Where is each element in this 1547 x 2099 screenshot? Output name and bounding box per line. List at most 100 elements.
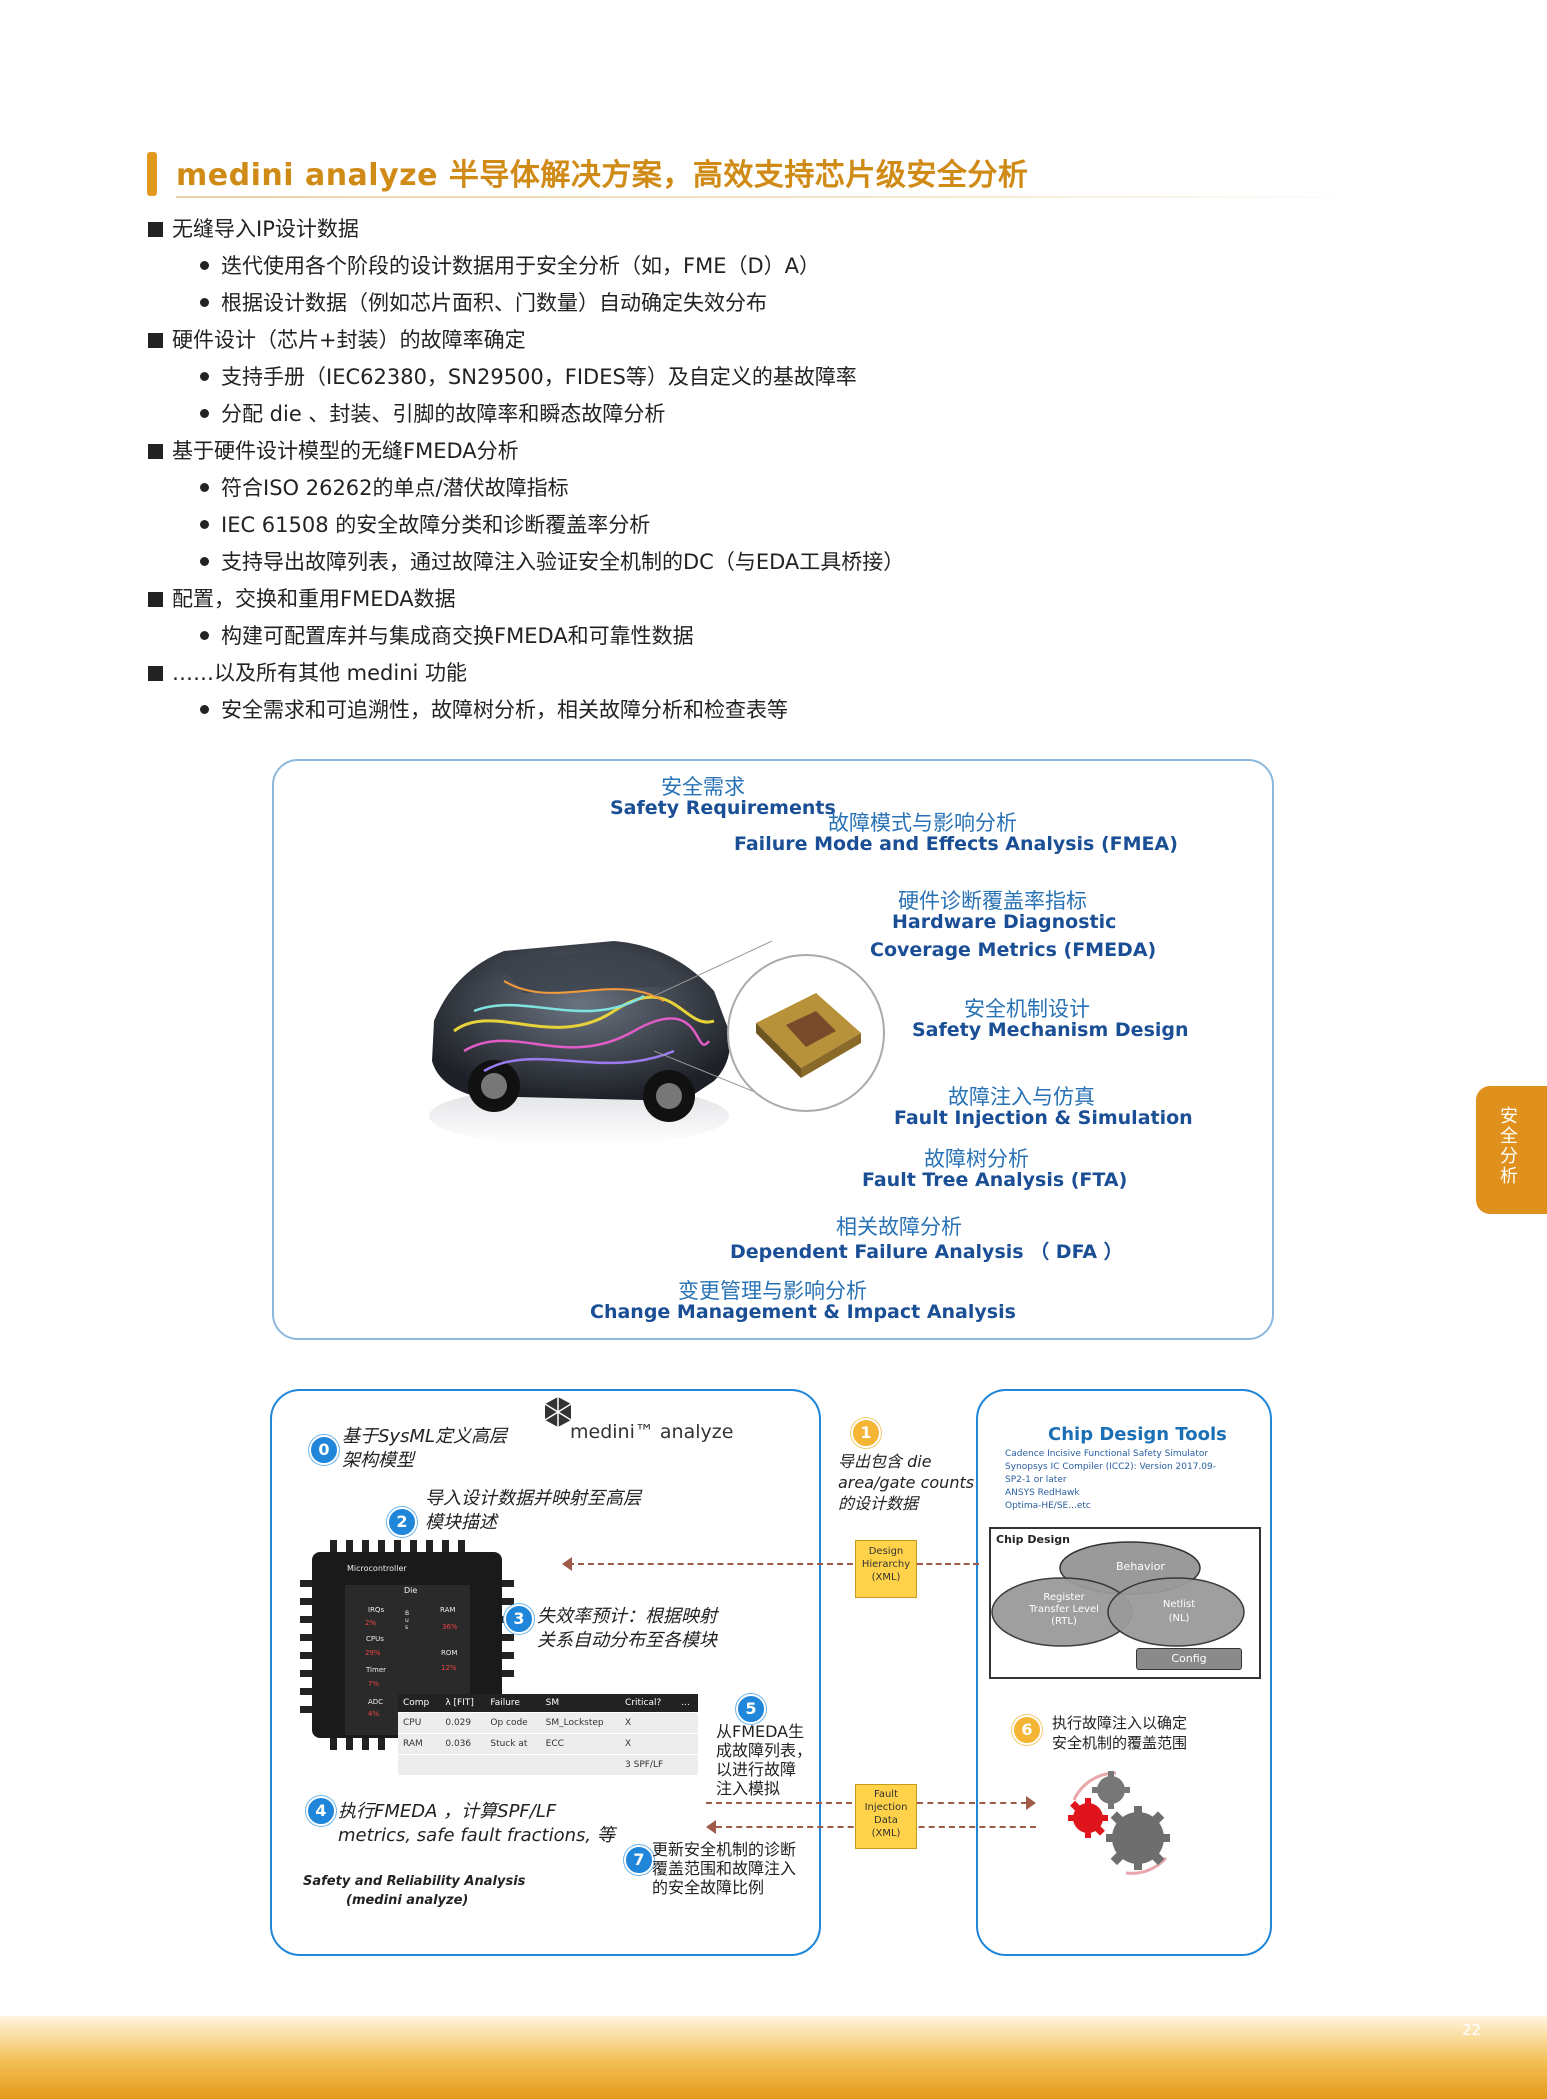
step-4-badge: 4 — [306, 1796, 336, 1826]
table-header: λ [FIT] — [440, 1694, 486, 1713]
mcu-adc-pct: 4% — [368, 1710, 380, 1718]
page-title: medini analyze 半导体解决方案，高效支持芯片级安全分析 — [176, 158, 1029, 193]
step-0-line1: 基于SysML定义高层 — [342, 1426, 508, 1447]
step-1-line3: 的设计数据 — [838, 1494, 919, 1513]
step-7-line2: 覆盖范围和故障注入 — [652, 1859, 797, 1878]
sub-list-item: 分配 die 、封装、引脚的故障率和瞬态故障分析 — [200, 398, 665, 428]
table-row: 3 SPF/LF — [398, 1754, 698, 1775]
fmeda-table: Comp λ [FIT] Failure SM Critical? ... CP… — [398, 1694, 698, 1775]
dot-bullet-icon — [200, 483, 209, 492]
tools-title: Chip Design Tools — [1048, 1424, 1227, 1445]
step-1-badge: 1 — [851, 1418, 881, 1448]
step-6-badge: 6 — [1012, 1715, 1042, 1745]
tool-item: ANSYS RedHawk — [1005, 1488, 1080, 1498]
page-footer-band — [0, 2016, 1547, 2099]
design-levels-venn — [991, 1541, 1245, 1647]
step-3-line2: 关系自动分布至各模块 — [537, 1630, 717, 1651]
design-import-arrow — [568, 1563, 853, 1565]
mcu-cpus: CPUs — [366, 1635, 384, 1643]
mcu-irqs-pct: 2% — [365, 1619, 377, 1627]
step-3-badge: 3 — [504, 1604, 534, 1634]
mcu-die: Die — [404, 1586, 418, 1595]
config-button[interactable]: Config — [1136, 1648, 1242, 1670]
square-bullet-icon — [148, 592, 163, 607]
step-0-line2: 架构模型 — [342, 1450, 414, 1471]
label-fault-injection-cn: 故障注入与仿真 — [948, 1085, 1095, 1109]
square-bullet-icon — [148, 444, 163, 459]
step-6-line2: 安全机制的覆盖范围 — [1052, 1734, 1188, 1752]
analysis-caption-line1: Safety and Reliability Analysis — [303, 1874, 526, 1889]
dot-bullet-icon — [200, 520, 209, 529]
arrow-left-icon — [706, 1820, 716, 1834]
label-safety-requirements-en: Safety Requirements — [610, 797, 836, 819]
table-header: Failure — [485, 1694, 541, 1713]
fault-export-arrow — [706, 1802, 852, 1804]
mcu-ram: RAM — [440, 1606, 456, 1614]
car-wiring-illustration — [429, 941, 730, 1146]
step-7-line3: 的安全故障比例 — [652, 1878, 765, 1897]
list-item: 基于硬件设计模型的无缝FMEDA分析 — [148, 435, 519, 465]
dot-bullet-icon — [200, 372, 209, 381]
step-0-badge: 0 — [309, 1435, 339, 1465]
label-safety-mechanism-en: Safety Mechanism Design — [912, 1019, 1189, 1041]
title-accent-bar — [147, 152, 157, 196]
step-1-line2: area/gate counts — [838, 1473, 975, 1492]
table-header: SM — [540, 1694, 621, 1713]
tool-item: Cadence Incisive Functional Safety Simul… — [1005, 1449, 1209, 1459]
design-hierarchy-doc: Design Hierarchy (XML) — [855, 1540, 917, 1598]
step-5-line4: 注入模拟 — [716, 1779, 781, 1798]
step-2-line2: 模块描述 — [425, 1512, 497, 1533]
step-7-line1: 更新安全机制的诊断 — [652, 1840, 797, 1859]
dot-bullet-icon — [200, 557, 209, 566]
step-1-line1: 导出包含 die — [838, 1452, 932, 1471]
sub-list-item: IEC 61508 的安全故障分类和诊断覆盖率分析 — [200, 509, 650, 539]
section-side-tab: 安全分析 — [1476, 1086, 1547, 1214]
rtl-label: Register Transfer Level (RTL) — [1029, 1592, 1099, 1627]
label-safety-requirements-cn: 安全需求 — [661, 775, 745, 799]
step-4-line2: metrics, safe fault fractions, 等 — [338, 1825, 615, 1846]
sub-list-item: 根据设计数据（例如芯片面积、门数量）自动确定失效分布 — [200, 287, 767, 317]
sub-list-item: 迭代使用各个阶段的设计数据用于安全分析（如，FME（D）A） — [200, 250, 820, 280]
square-bullet-icon — [148, 333, 163, 348]
medini-logo-icon — [544, 1397, 572, 1427]
label-change-mgmt-en: Change Management & Impact Analysis — [590, 1301, 1016, 1323]
tool-item: Synopsys IC Compiler (ICC2): Version 201… — [1005, 1462, 1216, 1472]
dot-bullet-icon — [200, 705, 209, 714]
label-dfa-cn: 相关故障分析 — [836, 1215, 962, 1239]
label-fta-en: Fault Tree Analysis (FTA) — [862, 1169, 1128, 1191]
fault-injection-doc: Fault Injection Data (XML) — [855, 1784, 917, 1849]
behavior-label: Behavior — [1116, 1560, 1165, 1573]
dot-bullet-icon — [200, 261, 209, 270]
mcu-timer: Timer — [366, 1666, 387, 1674]
netlist-label: Netlist (NL) — [1162, 1599, 1196, 1624]
label-dfa-en: Dependent Failure Analysis （ DFA ） — [730, 1241, 1123, 1263]
label-hw-metrics-en2: Coverage Metrics (FMEDA) — [870, 939, 1157, 961]
mcu-cpus-pct: 29% — [365, 1649, 381, 1657]
sub-list-item: 安全需求和可追溯性，故障树分析，相关故障分析和检查表等 — [200, 694, 788, 724]
analysis-caption-line2: (medini analyze) — [346, 1893, 469, 1908]
label-hw-metrics-cn: 硬件诊断覆盖率指标 — [898, 889, 1087, 913]
list-item: 无缝导入IP设计数据 — [148, 213, 359, 243]
sub-list-item: 支持手册（IEC62380，SN29500，FIDES等）及自定义的基故障率 — [200, 361, 857, 391]
mcu-rom-pct: 12% — [441, 1664, 457, 1672]
sub-list-item: 支持导出故障列表，通过故障注入验证安全机制的DC（与EDA工具桥接） — [200, 546, 904, 576]
step-2-badge: 2 — [387, 1507, 417, 1537]
label-fault-injection-en: Fault Injection & Simulation — [894, 1107, 1193, 1129]
title-rule — [176, 196, 1371, 198]
fault-export-arrow-2 — [917, 1802, 1027, 1804]
step-7-badge: 7 — [624, 1845, 654, 1875]
label-change-mgmt-cn: 变更管理与影响分析 — [678, 1279, 867, 1303]
step-3-line1: 失效率预计：根据映射 — [537, 1606, 717, 1627]
safety-analysis-figure: 安全需求 Safety Requirements 故障模式与影响分析 Failu… — [272, 759, 1274, 1340]
arrow-right-icon — [1026, 1796, 1036, 1810]
label-fmea-cn: 故障模式与影响分析 — [828, 811, 1017, 835]
dot-bullet-icon — [200, 298, 209, 307]
list-item: ……以及所有其他 medini 功能 — [148, 657, 467, 687]
label-safety-mechanism-cn: 安全机制设计 — [964, 997, 1090, 1021]
table-header: Critical? — [620, 1694, 677, 1713]
list-item: 配置，交换和重用FMEDA数据 — [148, 583, 456, 613]
dot-bullet-icon — [200, 631, 209, 640]
chip-design-box-title: Chip Design — [996, 1533, 1070, 1546]
medini-logo-text: medini™ analyze — [570, 1421, 734, 1443]
